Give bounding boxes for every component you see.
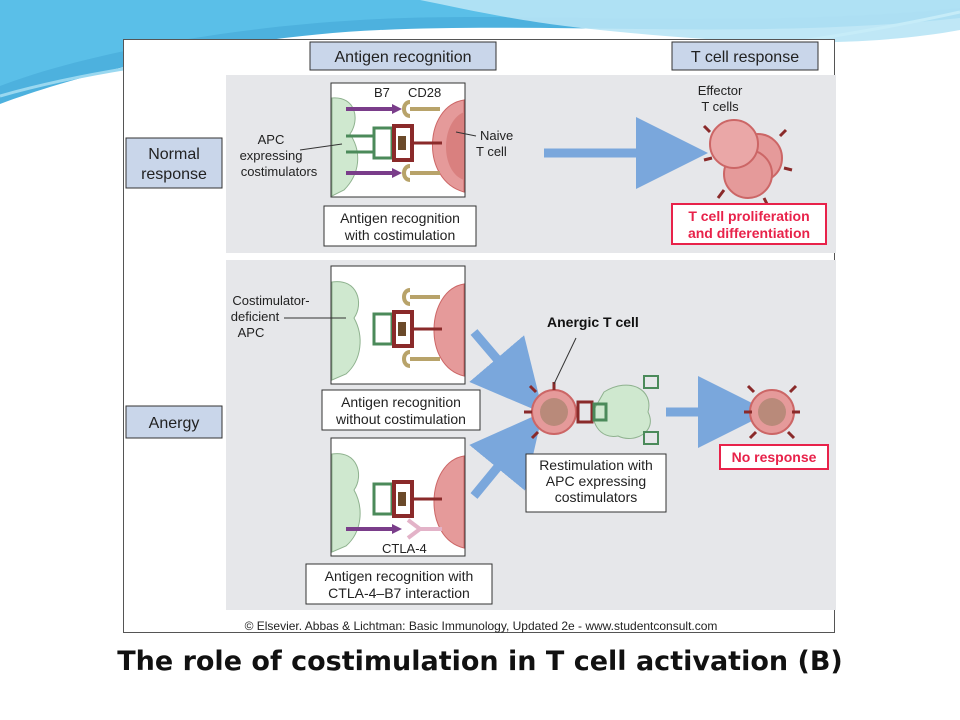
naive-t-cell-icon bbox=[433, 455, 465, 549]
anergic-t-cell-icon bbox=[524, 375, 659, 445]
naive-t-cell-icon bbox=[433, 283, 465, 377]
slide-title: The role of costimulation in T cell acti… bbox=[117, 646, 843, 677]
apc-cell-icon bbox=[331, 281, 361, 381]
arrow-icon bbox=[469, 412, 543, 499]
costimulation-diagram: Antigen recognition T cell response Norm… bbox=[125, 41, 836, 633]
svg-text:with costimulation: with costimulation bbox=[344, 227, 456, 243]
diagram-figure: Antigen recognition T cell response Norm… bbox=[123, 39, 836, 633]
svg-text:deficient: deficient bbox=[231, 309, 280, 324]
svg-text:without costimulation: without costimulation bbox=[335, 411, 466, 427]
svg-text:Antigen recognition: Antigen recognition bbox=[335, 49, 472, 66]
arrow-icon bbox=[469, 329, 544, 414]
caption-without-costimulation: Antigen recognition without costimulatio… bbox=[321, 389, 481, 431]
effector-t-cells-label: Effector T cells bbox=[698, 83, 743, 114]
cd28-label: CD28 bbox=[408, 85, 441, 100]
svg-text:T cell: T cell bbox=[476, 144, 507, 159]
svg-text:and differentiation: and differentiation bbox=[688, 225, 810, 241]
costimulator-deficient-label: Costimulator- deficient APC bbox=[231, 293, 346, 340]
no-response-label: No response bbox=[719, 444, 829, 470]
restimulation-label: Restimulation with APC expressing costim… bbox=[525, 453, 667, 513]
ctla4-contact-panel bbox=[330, 437, 466, 557]
header-t-cell-response: T cell response bbox=[671, 41, 819, 71]
ctla4-label: CTLA-4 bbox=[382, 541, 427, 556]
anergy-panel-background bbox=[226, 260, 836, 610]
svg-text:expressing: expressing bbox=[240, 148, 303, 163]
svg-text:T cell response: T cell response bbox=[691, 49, 799, 66]
svg-text:CTLA-4–B7 interaction: CTLA-4–B7 interaction bbox=[328, 585, 470, 601]
svg-text:Restimulation with: Restimulation with bbox=[539, 457, 653, 473]
apc-expressing-label: APC expressing costimulators bbox=[240, 132, 343, 179]
effector-t-cell-icon bbox=[702, 119, 793, 207]
svg-text:response: response bbox=[141, 166, 207, 183]
svg-text:Naive: Naive bbox=[480, 128, 513, 143]
svg-text:Antigen recognition: Antigen recognition bbox=[340, 210, 460, 226]
b7-label: B7 bbox=[374, 85, 390, 100]
svg-text:costimulators: costimulators bbox=[241, 164, 318, 179]
svg-text:APC: APC bbox=[258, 132, 285, 147]
caption-with-costimulation: Antigen recognition with costimulation bbox=[323, 205, 477, 247]
row-label-anergy: Anergy bbox=[125, 405, 223, 439]
svg-text:T cell proliferation: T cell proliferation bbox=[688, 208, 809, 224]
svg-text:Effector: Effector bbox=[698, 83, 743, 98]
copyright-credit: © Elsevier. Abbas & Lichtman: Basic Immu… bbox=[245, 619, 718, 633]
proliferation-label: T cell proliferation and differentiation bbox=[671, 203, 827, 245]
svg-text:APC expressing: APC expressing bbox=[546, 473, 646, 489]
svg-text:T cells: T cells bbox=[701, 99, 739, 114]
svg-text:Antigen recognition with: Antigen recognition with bbox=[325, 568, 474, 584]
svg-text:costimulators: costimulators bbox=[555, 489, 637, 505]
svg-text:Antigen recognition: Antigen recognition bbox=[341, 394, 461, 410]
svg-text:Costimulator-: Costimulator- bbox=[232, 293, 309, 308]
caption-ctla4-b7: Antigen recognition with CTLA-4–B7 inter… bbox=[305, 563, 493, 605]
svg-text:APC: APC bbox=[238, 325, 265, 340]
svg-text:Anergy: Anergy bbox=[149, 415, 200, 432]
normal-contact-panel bbox=[330, 82, 466, 198]
anergic-t-cell-label: Anergic T cell bbox=[547, 314, 639, 330]
svg-text:Normal: Normal bbox=[148, 146, 200, 163]
svg-text:No response: No response bbox=[732, 449, 817, 465]
row-label-normal-response: Normal response bbox=[125, 137, 223, 189]
deficient-contact-panel bbox=[330, 265, 466, 385]
non-responsive-t-cell-icon bbox=[744, 384, 800, 440]
naive-t-cell-label: Naive T cell bbox=[455, 128, 513, 159]
header-antigen-recognition: Antigen recognition bbox=[309, 41, 497, 71]
